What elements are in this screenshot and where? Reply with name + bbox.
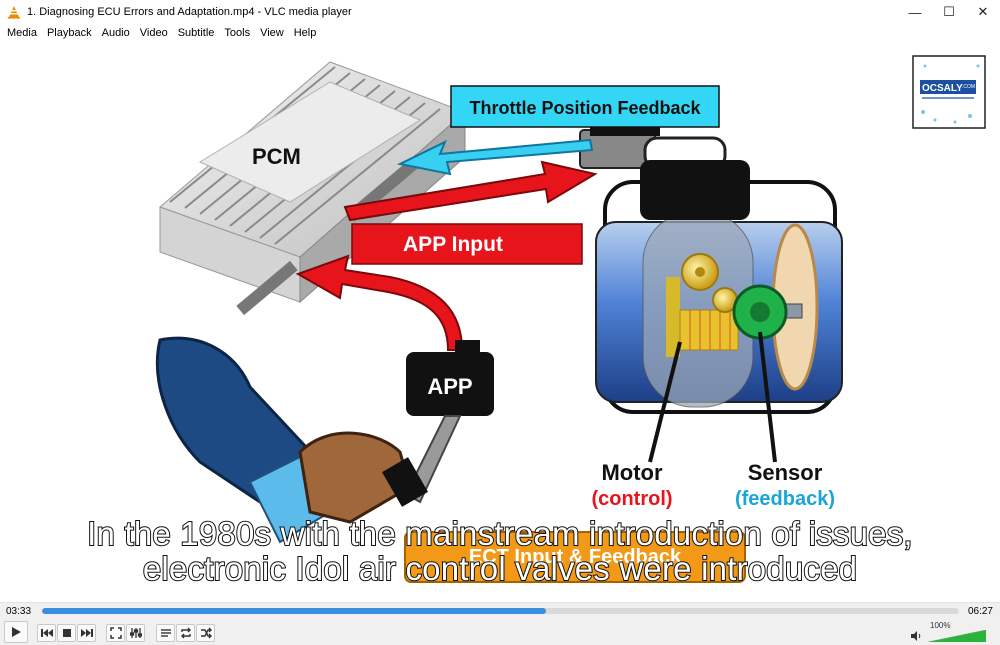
menu-audio[interactable]: Audio xyxy=(101,27,130,39)
menu-media[interactable]: Media xyxy=(7,27,37,39)
loop-icon xyxy=(180,627,191,639)
total-time: 06:27 xyxy=(967,606,993,617)
loop-button[interactable] xyxy=(176,624,195,642)
ect-label: ECT Input & Feedback xyxy=(469,546,682,568)
volume-percent: 100% xyxy=(930,621,951,630)
menu-tools[interactable]: Tools xyxy=(224,27,251,39)
minimize-button[interactable]: — xyxy=(898,0,932,24)
pcm-to-throttle-arrow xyxy=(343,160,598,222)
menu-video[interactable]: Video xyxy=(139,27,168,39)
app-input-label: APP Input xyxy=(403,233,503,256)
sensor-label: Sensor xyxy=(748,460,823,485)
subtitle-line-2: electronic Idol air control valves were … xyxy=(142,549,858,588)
next-button[interactable] xyxy=(77,624,96,642)
tps-label-box: Throttle Position Feedback xyxy=(450,85,720,128)
fullscreen-icon xyxy=(109,627,122,639)
vlc-cone-icon xyxy=(8,6,20,19)
menu-subtitle[interactable]: Subtitle xyxy=(177,27,215,39)
extended-settings-button[interactable] xyxy=(126,624,145,642)
menu-view[interactable]: View xyxy=(260,27,284,39)
app-input-label-box: APP Input xyxy=(351,223,583,265)
ect-label-box: ECT Input & Feedback xyxy=(404,531,746,583)
current-time: 03:33 xyxy=(6,606,32,617)
skip-forward-icon xyxy=(80,629,93,637)
stop-button[interactable] xyxy=(57,624,76,642)
volume-slider[interactable] xyxy=(928,630,986,642)
app-label: APP xyxy=(427,374,472,399)
maximize-button[interactable]: ☐ xyxy=(932,0,966,24)
logo-suffix: .COM xyxy=(962,84,975,90)
skip-back-icon xyxy=(40,629,53,637)
control-bar: 03:33 06:27 100% xyxy=(0,602,1000,645)
menu-help[interactable]: Help xyxy=(293,27,317,39)
seek-bar[interactable] xyxy=(42,608,959,614)
speaker-icon[interactable] xyxy=(910,630,922,642)
logo-text: OCSALY xyxy=(922,83,963,94)
title-bar: 1. Diagnosing ECU Errors and Adaptation.… xyxy=(0,0,1000,24)
app-input-arrow xyxy=(295,254,464,351)
window-title: 1. Diagnosing ECU Errors and Adaptation.… xyxy=(27,6,352,18)
fullscreen-button[interactable] xyxy=(106,624,125,642)
shuffle-button[interactable] xyxy=(196,624,215,642)
leg-illustration xyxy=(155,336,428,544)
playlist-icon xyxy=(160,629,171,637)
volume-control[interactable]: 100% xyxy=(910,621,990,643)
pcm-label: PCM xyxy=(252,144,301,169)
close-icon: ✕ xyxy=(977,4,989,19)
play-icon xyxy=(12,627,21,637)
subtitle-line-1: In the 1980s with the mainstream introdu… xyxy=(86,514,913,553)
menu-bar: Media Playback Audio Video Subtitle Tool… xyxy=(0,24,1000,42)
menu-playback[interactable]: Playback xyxy=(46,27,92,39)
ocsaly-logo: OCSALY .COM xyxy=(912,55,986,129)
seek-bar-progress xyxy=(42,608,547,614)
stop-icon xyxy=(62,629,71,637)
video-area[interactable]: PCM xyxy=(0,42,1000,602)
previous-button[interactable] xyxy=(37,624,56,642)
maximize-icon: ☐ xyxy=(943,4,955,19)
throttle-body xyxy=(579,126,843,463)
tps-arrow xyxy=(396,138,594,176)
sensor-sub-label: (feedback) xyxy=(735,488,835,510)
equalizer-icon xyxy=(129,628,142,638)
shuffle-icon xyxy=(200,627,212,639)
tps-label: Throttle Position Feedback xyxy=(469,98,701,118)
play-button[interactable] xyxy=(4,621,28,643)
close-button[interactable]: ✕ xyxy=(966,0,1000,24)
motor-label: Motor xyxy=(601,460,663,485)
playlist-button[interactable] xyxy=(156,624,175,642)
minimize-icon: — xyxy=(908,4,922,20)
video-frame: PCM xyxy=(155,55,986,583)
motor-sub-label: (control) xyxy=(591,488,672,510)
